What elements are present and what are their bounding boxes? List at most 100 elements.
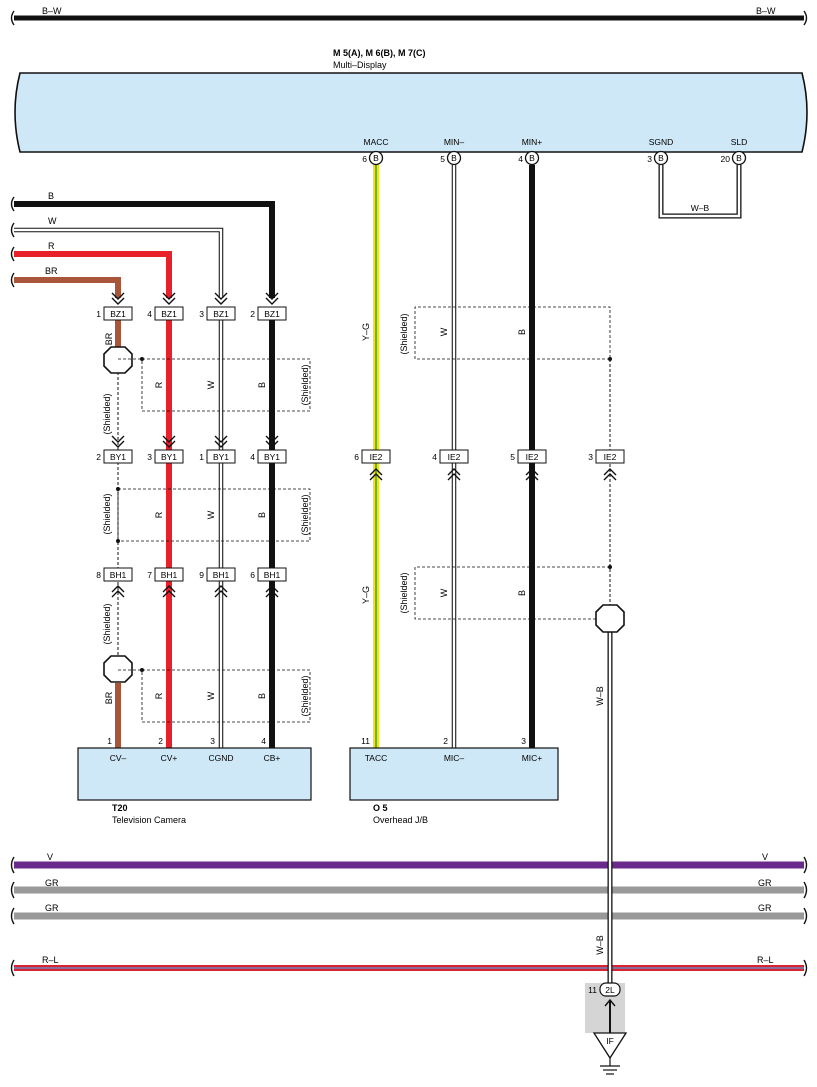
overhead-code: O 5 <box>373 803 388 813</box>
svg-text:BZ1: BZ1 <box>161 309 177 319</box>
bus-v-right-label: V <box>762 852 768 862</box>
connector-ie2-pin4: 4 IE2 <box>432 449 469 464</box>
shield-label-1: (Shielded) <box>102 393 112 434</box>
svg-text:4: 4 <box>432 452 437 462</box>
display-pin-conn-macc: B <box>373 153 379 163</box>
svg-text:2: 2 <box>96 452 101 462</box>
wire-label-yg-1: Y–G <box>361 323 371 341</box>
svg-text:BY1: BY1 <box>110 452 126 462</box>
wire-label-w-5: W <box>439 588 449 597</box>
multi-display: M 5(A), M 6(B), M 7(C) Multi–Display MAC… <box>14 48 808 153</box>
shield-boxes-left <box>117 358 311 723</box>
svg-text:3: 3 <box>199 309 204 319</box>
overhead-pin-num-3: 3 <box>521 736 526 746</box>
shield-label-5: (Shielded) <box>300 494 310 535</box>
connector-bh1-pin9: 9 BH1 <box>199 567 236 582</box>
pin-name-macc: MACC <box>363 137 388 147</box>
svg-text:1: 1 <box>199 452 204 462</box>
bus-v: V V <box>10 852 808 874</box>
pin-name-min-minus: MIN– <box>444 137 465 147</box>
svg-text:BH1: BH1 <box>161 570 178 580</box>
svg-text:3: 3 <box>588 452 593 462</box>
overhead-jb: 11 2 3 TACC MIC– MIC+ O 5 Overhead J/B <box>349 736 559 825</box>
svg-text:BY1: BY1 <box>213 452 229 462</box>
overhead-pin-num-11: 11 <box>361 736 370 746</box>
bus-gr-1: GR GR <box>10 878 808 899</box>
bus-gr-1-right-label: GR <box>758 878 772 888</box>
connector-ie2-pin3: 3 IE2 <box>588 449 625 464</box>
wire-label-w-2: W <box>206 510 216 519</box>
svg-text:BY1: BY1 <box>264 452 280 462</box>
svg-text:BY1: BY1 <box>161 452 177 462</box>
camera-column-wires <box>115 320 275 748</box>
shield-splice-right <box>595 604 625 633</box>
overhead-pin-mic-minus: MIC– <box>444 753 465 763</box>
svg-text:BH1: BH1 <box>213 570 230 580</box>
camera-pin-num-1: 1 <box>107 736 112 746</box>
sgnd-sld-loop: W–B <box>658 165 742 219</box>
display-pin-num-sgnd: 3 <box>647 154 652 164</box>
display-pin-conn-min-minus: B <box>451 153 457 163</box>
camera-name: Television Camera <box>112 815 186 825</box>
camera-pin-cb-plus: CB+ <box>264 753 281 763</box>
left-wire-label-b: B <box>48 191 54 201</box>
wire-label-wb-loop: W–B <box>691 203 710 213</box>
svg-text:BH1: BH1 <box>110 570 127 580</box>
svg-text:2: 2 <box>250 309 255 319</box>
svg-text:IE2: IE2 <box>604 452 617 462</box>
camera-wire-labels: BR BR R R R W W W B B B (Shielded) (Shie… <box>102 332 310 716</box>
wire-label-br-2: BR <box>104 691 114 704</box>
svg-text:7: 7 <box>147 570 152 580</box>
left-wire-label-br: BR <box>45 266 58 276</box>
wire-label-wb-1: W–B <box>595 686 605 706</box>
bus-r-l: R–L R–L <box>10 955 808 977</box>
display-pins: 6 B 5 B 4 B 3 B 20 B <box>362 150 747 166</box>
wire-label-w-1: W <box>206 380 216 389</box>
wire-label-wb-2: W–B <box>595 935 605 955</box>
shield-label-6: (Shielded) <box>300 675 310 716</box>
connector-bz1-pin2: 2 BZ1 <box>250 306 287 321</box>
ground-pin-num: 11 <box>588 985 597 995</box>
shield-label-3: (Shielded) <box>102 603 112 644</box>
shield-label-4: (Shielded) <box>300 364 310 405</box>
wire-label-w-3: W <box>206 691 216 700</box>
display-pin-conn-min-plus: B <box>529 153 535 163</box>
wire-label-b-4: B <box>517 329 527 335</box>
top-bus: B–W B–W <box>10 6 808 26</box>
wire-label-yg-2: Y–G <box>361 586 371 604</box>
display-pin-conn-sld: B <box>736 153 742 163</box>
camera-code: T20 <box>112 803 128 813</box>
svg-text:IE2: IE2 <box>448 452 461 462</box>
shield-splice-left <box>103 346 133 683</box>
connector-bh1-pin8: 8 BH1 <box>96 567 133 582</box>
shield-label-8: (Shielded) <box>399 572 409 613</box>
camera-pin-cv-minus: CV– <box>110 753 127 763</box>
display-pin-num-min-plus: 4 <box>518 154 523 164</box>
wire-label-w-4: W <box>439 327 449 336</box>
wire-label-r-3: R <box>154 692 164 699</box>
svg-text:9: 9 <box>199 570 204 580</box>
shield-label-7: (Shielded) <box>399 313 409 354</box>
svg-text:BZ1: BZ1 <box>110 309 126 319</box>
connector-by1-pin1: 1 BY1 <box>199 449 236 464</box>
display-column-wires <box>373 165 613 983</box>
bus-gr-2-left-label: GR <box>45 903 59 913</box>
connector-by1-pin2: 2 BY1 <box>96 449 133 464</box>
bus-gr-2-right-label: GR <box>758 903 772 913</box>
wire-label-b-3: B <box>257 693 267 699</box>
wire-label-r-1: R <box>154 381 164 388</box>
camera-pin-num-4: 4 <box>261 736 266 746</box>
display-pin-num-min-minus: 5 <box>440 154 445 164</box>
svg-text:BZ1: BZ1 <box>264 309 280 319</box>
svg-text:4: 4 <box>250 452 255 462</box>
pin-name-min-plus: MIN+ <box>522 137 543 147</box>
left-wire-label-w: W <box>48 216 57 226</box>
svg-text:8: 8 <box>96 570 101 580</box>
svg-text:IE2: IE2 <box>370 452 383 462</box>
